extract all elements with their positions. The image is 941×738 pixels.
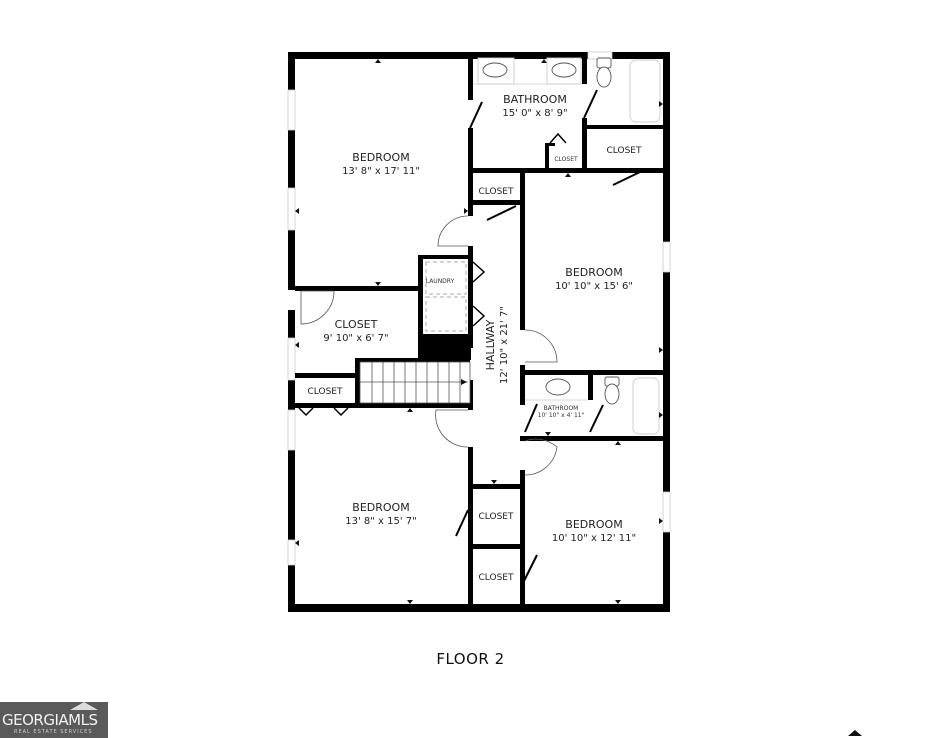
room-name-closet-west: CLOSET — [308, 387, 343, 397]
room-name-bathroom-main: BATHROOM — [503, 93, 567, 106]
room-dim-closet-walkin: 9' 10" x 6' 7" — [323, 333, 388, 344]
room-dim-hallway: 12' 10" x 21' 7" — [499, 306, 510, 384]
sink-icon — [545, 378, 571, 396]
sink-icon — [482, 62, 508, 78]
room-dim-bathroom-main: 15' 0" x 8' 9" — [502, 108, 567, 119]
room-dim-bedroom-se: 10' 10" x 12' 11" — [552, 533, 636, 544]
room-labels: BEDROOM 13' 8" x 17' 11" BATHROOM 15' 0"… — [308, 93, 642, 583]
room-name-bathroom-small: BATHROOM — [544, 405, 579, 412]
room-name-bedroom-nw: BEDROOM — [352, 151, 409, 164]
bathtub-icon — [629, 59, 661, 123]
doors — [298, 89, 641, 584]
corner-arrow-icon — [848, 730, 862, 736]
windows — [287, 51, 671, 566]
toilet-icon — [596, 57, 612, 69]
roof-icon — [70, 702, 98, 710]
room-name-closet-hall-mid: CLOSET — [479, 512, 514, 522]
room-dim-bedroom-nw: 13' 8" x 17' 11" — [342, 166, 420, 177]
staircase — [359, 361, 471, 404]
room-name-closet-ne: CLOSET — [607, 146, 642, 156]
interior-walls — [295, 52, 668, 612]
sink-icon — [551, 62, 577, 78]
dimension-markers — [295, 59, 663, 604]
room-name-hallway: HALLWAY — [484, 319, 497, 370]
room-name-closet-hall-bottom: CLOSET — [479, 573, 514, 583]
room-dim-bedroom-sw: 13' 8" x 15' 7" — [345, 516, 417, 527]
room-name-laundry: LAUNDRY — [426, 278, 455, 285]
stair-direction-arrow-icon — [461, 379, 467, 385]
laundry-appliances — [425, 261, 467, 332]
room-name-bedroom-se: BEDROOM — [565, 518, 622, 531]
bathroom-fixtures — [473, 57, 661, 435]
logo-tagline: REAL ESTATE SERVICES — [14, 729, 93, 735]
room-name-closet-walkin: CLOSET — [335, 318, 378, 331]
outer-walls — [288, 52, 670, 612]
floor-label: FLOOR 2 — [436, 650, 505, 668]
room-name-bedroom-ne: BEDROOM — [565, 266, 622, 279]
logo-brand-text: GEORGIAMLS — [2, 711, 98, 729]
room-name-closet-bath-small: CLOSET — [554, 156, 578, 163]
room-dim-bedroom-ne: 10' 10" x 15' 6" — [555, 281, 633, 292]
georgia-mls-logo: GEORGIAMLS REAL ESTATE SERVICES — [0, 702, 108, 738]
bathtub-icon — [632, 377, 660, 435]
room-name-bedroom-sw: BEDROOM — [352, 501, 409, 514]
room-name-closet-hall-top: CLOSET — [479, 187, 514, 197]
room-dim-bathroom-small: 10' 10" x 4' 11" — [538, 412, 585, 419]
